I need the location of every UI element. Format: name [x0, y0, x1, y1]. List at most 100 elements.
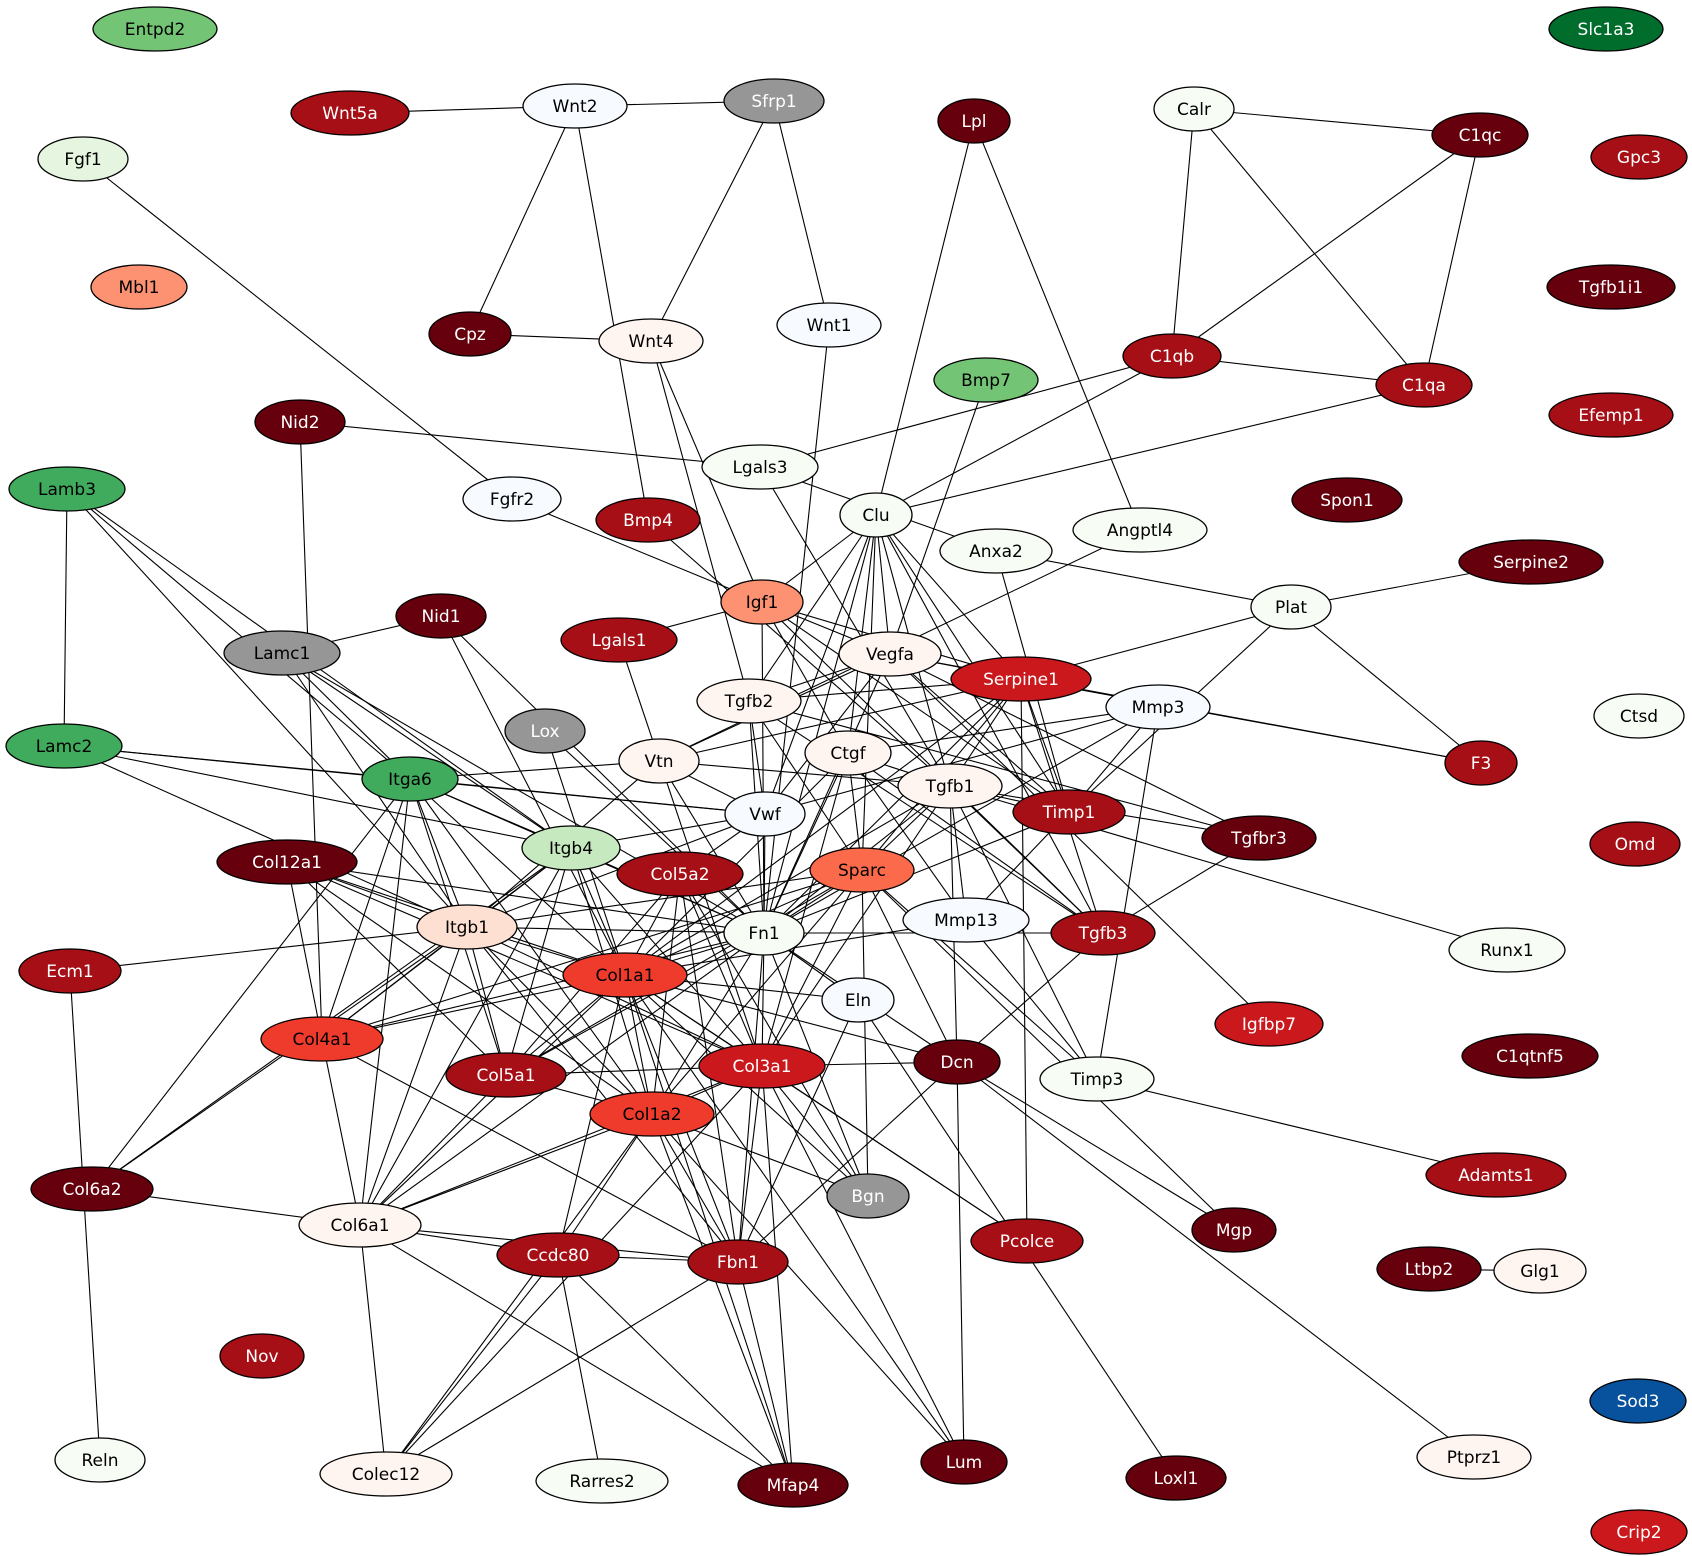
- node-mgp[interactable]: Mgp: [1191, 1207, 1277, 1253]
- node-col1a2[interactable]: Col1a2: [589, 1091, 715, 1137]
- node-eln[interactable]: Eln: [821, 977, 895, 1023]
- node-c1qa[interactable]: C1qa: [1375, 362, 1473, 408]
- node-tgfb1[interactable]: Tgfb1: [897, 763, 1003, 809]
- edge-itgb1-col6a1: [359, 926, 468, 1226]
- node-c1qtnf5[interactable]: C1qtnf5: [1461, 1033, 1599, 1079]
- node-wnt4[interactable]: Wnt4: [598, 318, 704, 364]
- node-bmp7[interactable]: Bmp7: [933, 357, 1039, 403]
- node-ctsd[interactable]: Ctsd: [1593, 693, 1685, 739]
- node-sparc[interactable]: Sparc: [809, 847, 915, 893]
- edge-mmp3-vwf: [764, 706, 1159, 815]
- node-nov[interactable]: Nov: [219, 1333, 305, 1379]
- node-ecm1[interactable]: Ecm1: [18, 948, 122, 994]
- node-fn1[interactable]: Fn1: [723, 910, 805, 956]
- node-bgn[interactable]: Bgn: [826, 1173, 910, 1219]
- node-sod3[interactable]: Sod3: [1589, 1378, 1687, 1424]
- node-sfrp1[interactable]: Sfrp1: [723, 78, 825, 124]
- edge-ctgf-col3a1: [761, 752, 849, 1067]
- node-mfap4[interactable]: Mfap4: [737, 1462, 849, 1508]
- node-col5a2[interactable]: Col5a2: [616, 851, 744, 897]
- node-itgb4[interactable]: Itgb4: [521, 825, 621, 871]
- node-calr[interactable]: Calr: [1153, 86, 1235, 132]
- node-nid2[interactable]: Nid2: [254, 399, 346, 445]
- node-lamc2[interactable]: Lamc2: [5, 723, 123, 769]
- node-mmp13[interactable]: Mmp13: [902, 897, 1030, 943]
- edge-fn1-fbn1: [737, 932, 765, 1263]
- node-colec12[interactable]: Colec12: [319, 1451, 453, 1497]
- node-spon1[interactable]: Spon1: [1291, 477, 1403, 523]
- node-adamts1[interactable]: Adamts1: [1425, 1152, 1567, 1198]
- node-pcolce[interactable]: Pcolce: [970, 1218, 1084, 1264]
- node-wnt1[interactable]: Wnt1: [776, 302, 882, 348]
- node-timp1[interactable]: Timp1: [1012, 789, 1126, 835]
- node-ccdc80[interactable]: Ccdc80: [496, 1232, 620, 1278]
- node-timp3[interactable]: Timp3: [1039, 1056, 1155, 1102]
- node-efemp1[interactable]: Efemp1: [1548, 392, 1674, 438]
- node-crip2[interactable]: Crip2: [1590, 1509, 1688, 1555]
- node-wnt5a[interactable]: Wnt5a: [290, 90, 410, 136]
- node-mmp3[interactable]: Mmp3: [1105, 684, 1211, 730]
- edge-itgb1-col5a1: [466, 926, 507, 1076]
- node-fbn1[interactable]: Fbn1: [687, 1239, 789, 1285]
- node-reln[interactable]: Reln: [54, 1437, 146, 1483]
- node-runx1[interactable]: Runx1: [1448, 927, 1566, 973]
- node-col4a1[interactable]: Col4a1: [260, 1016, 384, 1062]
- edge-col1a2-lum: [651, 1113, 965, 1463]
- edge-vegfa-igfbp7: [889, 653, 1270, 1025]
- node-igfbp7[interactable]: Igfbp7: [1214, 1001, 1324, 1047]
- node-lgals1[interactable]: Lgals1: [560, 617, 678, 663]
- node-lgals3[interactable]: Lgals3: [701, 444, 819, 490]
- node-plat[interactable]: Plat: [1250, 584, 1332, 630]
- node-wnt2[interactable]: Wnt2: [522, 83, 628, 129]
- node-igf1[interactable]: Igf1: [720, 579, 804, 625]
- node-dcn[interactable]: Dcn: [913, 1039, 1001, 1085]
- node-ctgf[interactable]: Ctgf: [804, 730, 892, 776]
- node-col1a1[interactable]: Col1a1: [562, 952, 688, 998]
- node-f3[interactable]: F3: [1444, 740, 1518, 786]
- node-glg1[interactable]: Glg1: [1493, 1248, 1587, 1294]
- node-entpd2[interactable]: Entpd2: [92, 6, 218, 52]
- node-col3a1[interactable]: Col3a1: [698, 1043, 826, 1089]
- node-vtn[interactable]: Vtn: [618, 738, 700, 784]
- node-mbl1[interactable]: Mbl1: [90, 264, 188, 310]
- node-col6a2[interactable]: Col6a2: [30, 1166, 154, 1212]
- node-itgb1[interactable]: Itgb1: [416, 904, 518, 950]
- node-tgfb1i1[interactable]: Tgfb1i1: [1546, 264, 1676, 310]
- node-lox[interactable]: Lox: [504, 708, 586, 754]
- node-vwf[interactable]: Vwf: [724, 791, 806, 837]
- node-clu[interactable]: Clu: [839, 492, 913, 538]
- node-lamb3[interactable]: Lamb3: [8, 466, 126, 512]
- node-tgfb3[interactable]: Tgfb3: [1050, 910, 1156, 956]
- node-c1qb[interactable]: C1qb: [1122, 333, 1222, 379]
- node-label-itga6: Itga6: [388, 770, 432, 790]
- node-gpc3[interactable]: Gpc3: [1590, 134, 1688, 180]
- node-col12a1[interactable]: Col12a1: [216, 839, 358, 885]
- node-col5a1[interactable]: Col5a1: [445, 1052, 567, 1098]
- node-itga6[interactable]: Itga6: [361, 756, 459, 802]
- node-serpine2[interactable]: Serpine2: [1458, 539, 1604, 585]
- node-cpz[interactable]: Cpz: [428, 311, 512, 357]
- node-ptprz1[interactable]: Ptprz1: [1416, 1434, 1532, 1480]
- node-lum[interactable]: Lum: [920, 1439, 1008, 1485]
- node-c1qc[interactable]: C1qc: [1431, 112, 1529, 158]
- node-tgfbr3[interactable]: Tgfbr3: [1201, 815, 1317, 861]
- node-fgf1[interactable]: Fgf1: [37, 136, 129, 182]
- node-nid1[interactable]: Nid1: [395, 593, 487, 639]
- edge-col1a2-colec12: [385, 1113, 653, 1475]
- node-serpine1[interactable]: Serpine1: [950, 656, 1092, 702]
- node-lpl[interactable]: Lpl: [937, 98, 1011, 144]
- node-col6a1[interactable]: Col6a1: [298, 1202, 422, 1248]
- node-tgfb2[interactable]: Tgfb2: [696, 678, 802, 724]
- node-rarres2[interactable]: Rarres2: [535, 1458, 669, 1504]
- node-bmp4[interactable]: Bmp4: [595, 497, 701, 543]
- node-ltbp2[interactable]: Ltbp2: [1376, 1246, 1482, 1292]
- node-vegfa[interactable]: Vegfa: [838, 631, 942, 677]
- node-angptl4[interactable]: Angptl4: [1072, 507, 1208, 553]
- node-lamc1[interactable]: Lamc1: [223, 630, 341, 676]
- node-slc1a3[interactable]: Slc1a3: [1548, 6, 1664, 52]
- node-fgfr2[interactable]: Fgfr2: [462, 476, 562, 522]
- node-anxa2[interactable]: Anxa2: [939, 528, 1053, 574]
- edge-lamc2-itgb4: [63, 745, 572, 849]
- node-omd[interactable]: Omd: [1589, 821, 1681, 867]
- node-loxl1[interactable]: Loxl1: [1125, 1455, 1227, 1501]
